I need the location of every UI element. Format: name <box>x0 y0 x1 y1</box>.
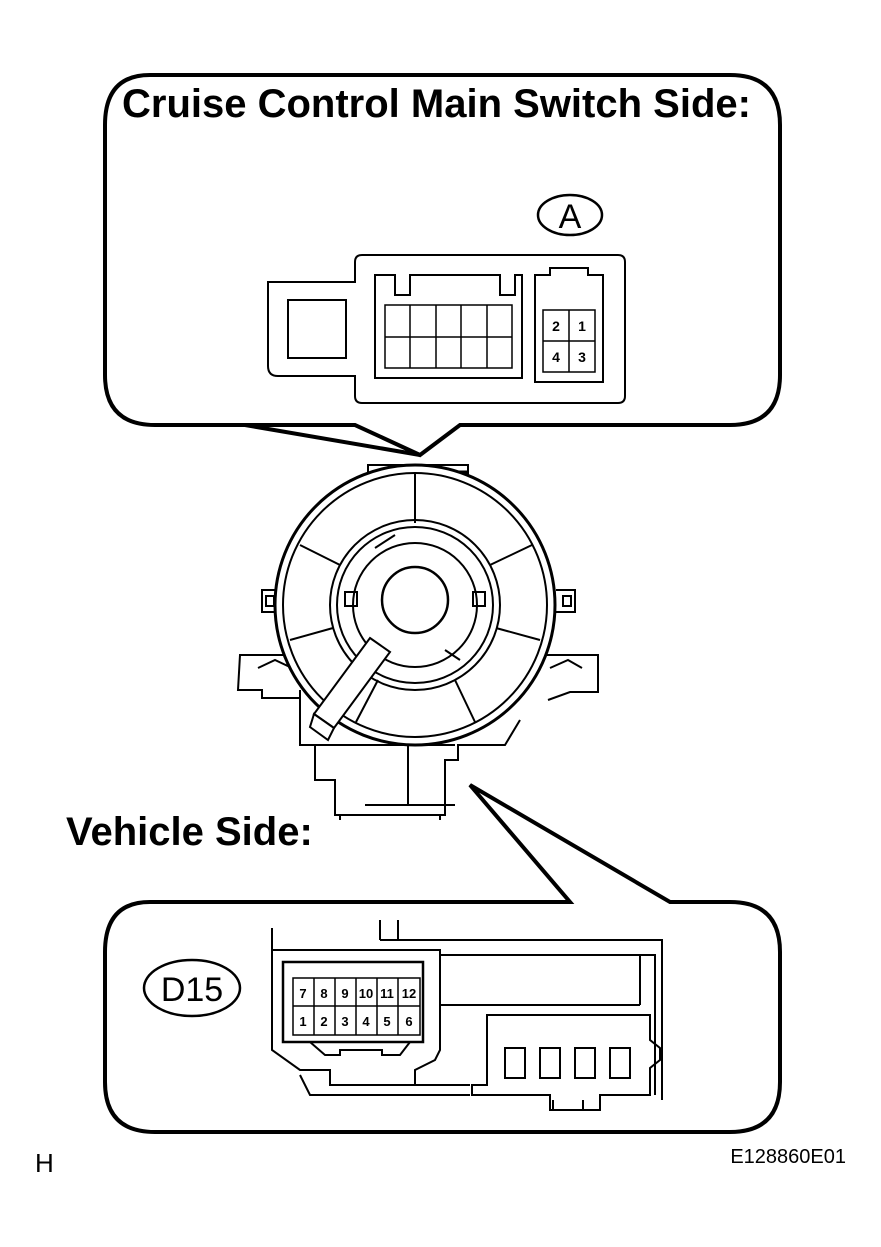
connector-d15-housing <box>271 920 663 1111</box>
connector-d15-badge <box>142 958 242 1018</box>
connector-d15-pin: 10 <box>359 986 373 1001</box>
connector-a-pin: 3 <box>578 349 586 365</box>
connector-d15-pin: 7 <box>299 986 306 1001</box>
connector-d15-pin: 1 <box>299 1014 306 1029</box>
connector-a-pin: 4 <box>552 349 560 365</box>
top-title: Cruise Control Main Switch Side: <box>122 82 751 126</box>
connector-d15-label: D15 <box>161 971 223 1009</box>
corner-letter: H <box>35 1148 54 1178</box>
spiral-cable-assembly <box>236 463 599 820</box>
connector-a-pin: 1 <box>578 318 586 334</box>
connector-a-label: A <box>559 198 582 236</box>
connector-a-badge <box>536 193 604 237</box>
connector-d15-pin: 2 <box>320 1014 327 1029</box>
connector-d15-pin: 11 <box>380 986 394 1001</box>
vehicle-side-label: Vehicle Side: <box>66 810 313 854</box>
connector-d15-pin: 8 <box>320 986 327 1001</box>
connector-a-pin: 2 <box>552 318 560 334</box>
connector-d15-pin: 6 <box>405 1014 412 1029</box>
bottom-callout <box>103 783 782 1134</box>
connector-d15-pin: 5 <box>383 1014 390 1029</box>
connector-d15-pin: 4 <box>362 1014 370 1029</box>
figure-code: E128860E01 <box>730 1146 846 1168</box>
connector-a-housing <box>267 254 626 404</box>
connector-d15-pin: 12 <box>402 986 416 1001</box>
connector-d15-pin: 9 <box>341 986 348 1001</box>
connector-d15-pin: 3 <box>341 1014 348 1029</box>
